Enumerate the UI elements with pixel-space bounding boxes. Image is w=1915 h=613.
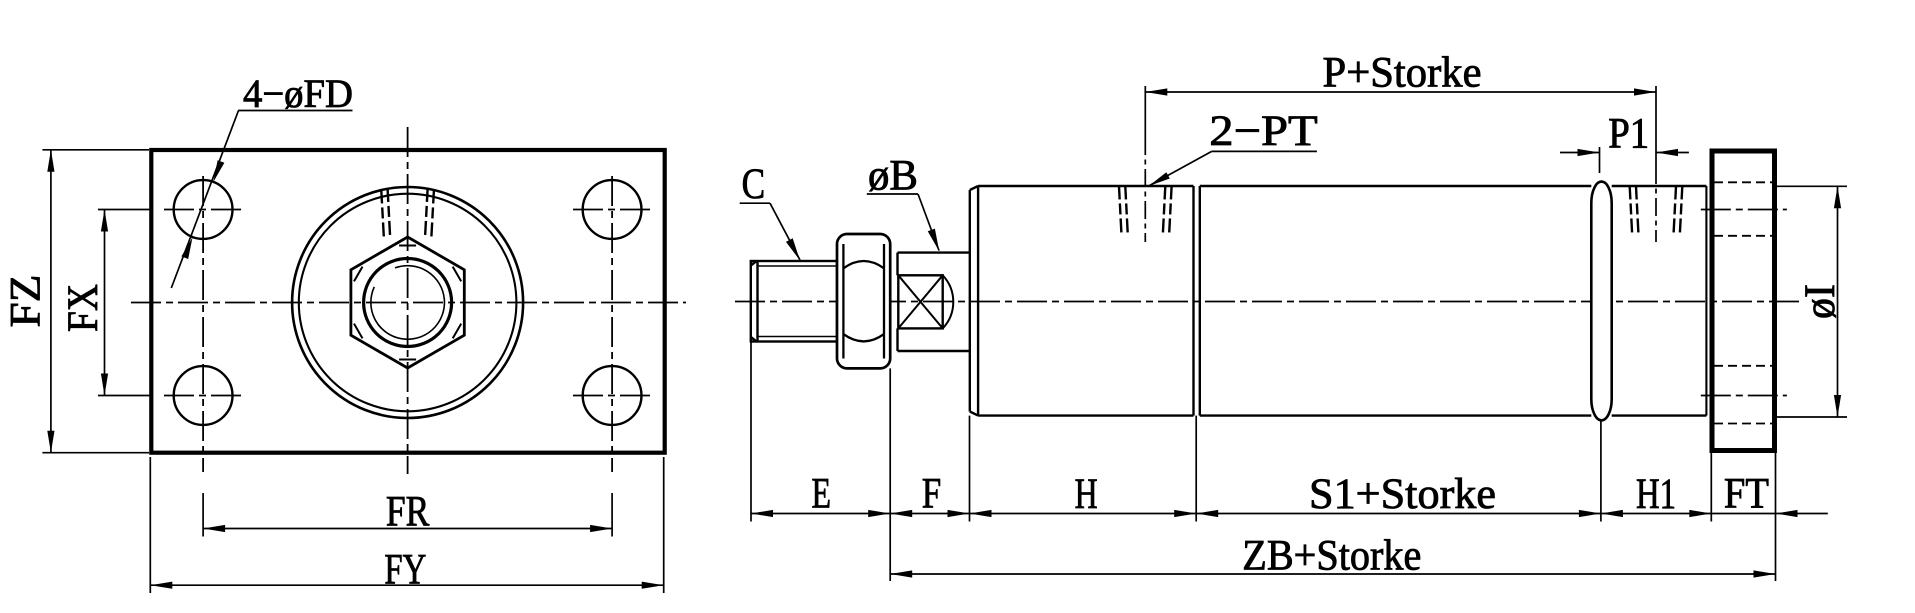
svg-text:FT: FT: [1724, 470, 1769, 518]
svg-text:P1: P1: [1608, 109, 1649, 157]
svg-text:FY: FY: [384, 546, 426, 594]
svg-text:øB: øB: [868, 152, 918, 200]
svg-text:F: F: [922, 470, 942, 518]
svg-text:FZ: FZ: [2, 275, 50, 328]
svg-text:FR: FR: [386, 488, 430, 536]
svg-text:H: H: [1075, 470, 1098, 518]
svg-text:C: C: [742, 160, 766, 208]
svg-text:S1+Storke: S1+Storke: [1309, 470, 1496, 518]
svg-text:P+Storke: P+Storke: [1323, 49, 1482, 97]
svg-text:4−øFD: 4−øFD: [243, 71, 353, 116]
svg-text:FX: FX: [59, 284, 107, 332]
svg-text:2−PT: 2−PT: [1209, 107, 1318, 155]
svg-text:H1: H1: [1636, 470, 1676, 518]
svg-text:ZB+Storke: ZB+Storke: [1242, 531, 1421, 579]
svg-text:E: E: [812, 470, 832, 518]
svg-text:øI: øI: [1796, 284, 1844, 319]
